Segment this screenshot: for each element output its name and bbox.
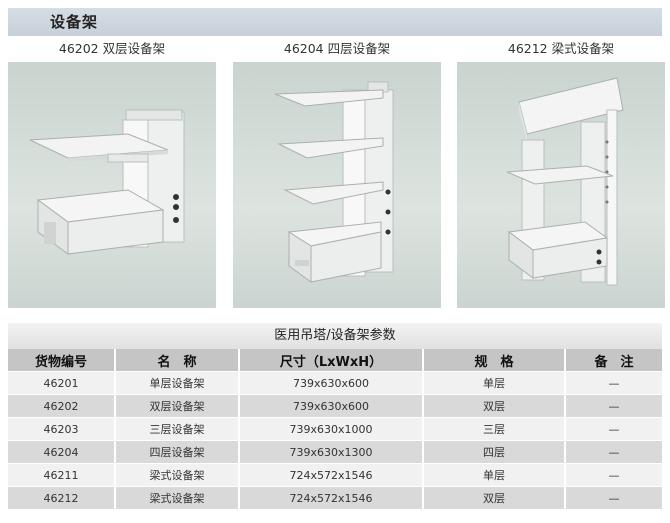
cell-name: 梁式设备架 xyxy=(115,486,240,509)
cell-spec: 四层 xyxy=(423,440,566,464)
product-card-46204: 46204 四层设备架 xyxy=(233,38,441,308)
cell-spec: 三层 xyxy=(423,417,566,441)
cell-remark: — xyxy=(565,394,662,418)
cell-size: 724x572x1546 xyxy=(239,486,424,509)
cell-item-no: 46203 xyxy=(8,417,116,441)
table-row: 46201 单层设备架 739x630x600 单层 — xyxy=(8,371,662,395)
cell-spec: 单层 xyxy=(423,371,566,395)
product-card-46202: 46202 双层设备架 xyxy=(8,38,216,308)
table-row: 46211 梁式设备架 724x572x1546 单层 — xyxy=(8,463,662,487)
cell-size: 724x572x1546 xyxy=(239,463,424,487)
cell-remark: — xyxy=(565,417,662,441)
section-header-band xyxy=(8,8,662,36)
cell-spec: 单层 xyxy=(423,463,566,487)
cell-size: 739x630x600 xyxy=(239,371,424,395)
product-label: 46212 梁式设备架 xyxy=(457,38,665,60)
cell-item-no: 46201 xyxy=(8,371,116,395)
product-photo-four-tier-shelf xyxy=(233,62,441,308)
cell-name: 梁式设备架 xyxy=(115,463,240,487)
parameter-table-section: 医用吊塔/设备架参数 货物编号 名 称 尺寸（LxWxH） 规 格 备 注 46… xyxy=(8,323,662,509)
cell-name: 单层设备架 xyxy=(115,371,240,395)
product-label: 46202 双层设备架 xyxy=(8,38,216,60)
product-photo-two-tier-shelf xyxy=(8,62,216,308)
cell-remark: — xyxy=(565,463,662,487)
column-header-size: 尺寸（LxWxH） xyxy=(239,349,424,372)
cell-size: 739x630x1300 xyxy=(239,440,424,464)
cell-size: 739x630x600 xyxy=(239,394,424,418)
section-title: 设备架 xyxy=(50,13,99,31)
cell-spec: 双层 xyxy=(423,486,566,509)
table-row: 46203 三层设备架 739x630x1000 三层 — xyxy=(8,417,662,441)
cell-name: 三层设备架 xyxy=(115,417,240,441)
cell-name: 四层设备架 xyxy=(115,440,240,464)
table-row: 46202 双层设备架 739x630x600 双层 — xyxy=(8,394,662,418)
column-header-remark: 备 注 xyxy=(565,349,662,372)
cell-remark: — xyxy=(565,440,662,464)
cell-spec: 双层 xyxy=(423,394,566,418)
product-label: 46204 四层设备架 xyxy=(233,38,441,60)
table-title: 医用吊塔/设备架参数 xyxy=(8,323,662,349)
table-header-row: 货物编号 名 称 尺寸（LxWxH） 规 格 备 注 xyxy=(8,349,662,372)
cell-item-no: 46202 xyxy=(8,394,116,418)
table-row: 46204 四层设备架 739x630x1300 四层 — xyxy=(8,440,662,464)
product-card-46212: 46212 梁式设备架 xyxy=(457,38,665,308)
product-photo-beam-shelf xyxy=(457,62,665,308)
cell-item-no: 46212 xyxy=(8,486,116,509)
cell-remark: — xyxy=(565,371,662,395)
cell-size: 739x630x1000 xyxy=(239,417,424,441)
column-header-spec: 规 格 xyxy=(423,349,566,372)
cell-remark: — xyxy=(565,486,662,509)
cell-item-no: 46211 xyxy=(8,463,116,487)
cell-name: 双层设备架 xyxy=(115,394,240,418)
column-header-item-no: 货物编号 xyxy=(8,349,116,372)
column-header-name: 名 称 xyxy=(115,349,240,372)
table-row: 46212 梁式设备架 724x572x1546 双层 — xyxy=(8,486,662,509)
parameter-table: 货物编号 名 称 尺寸（LxWxH） 规 格 备 注 46201 单层设备架 7… xyxy=(8,349,662,509)
cell-item-no: 46204 xyxy=(8,440,116,464)
